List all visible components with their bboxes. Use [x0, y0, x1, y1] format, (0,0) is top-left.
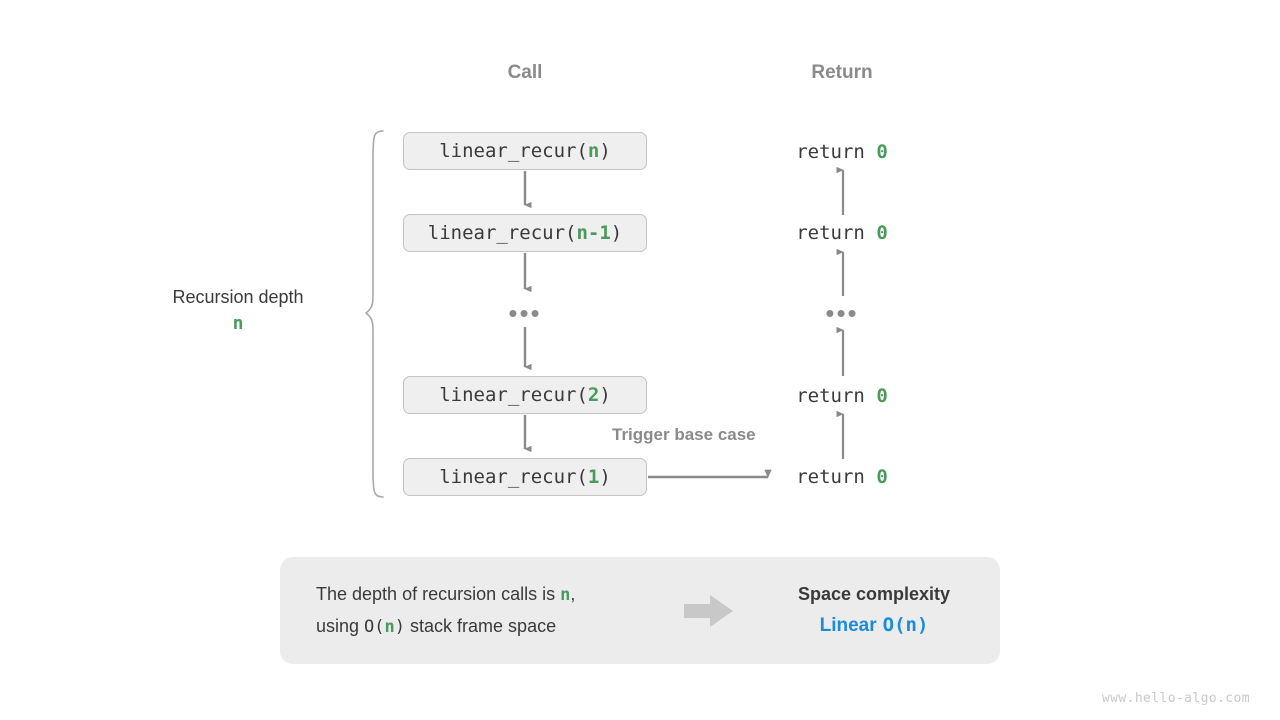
return-statement: return 0 [742, 222, 942, 244]
return-value: 0 [876, 385, 888, 407]
column-header-return: Return [811, 62, 873, 83]
call-frame-arg: 2 [587, 384, 600, 406]
return-value: 0 [876, 466, 888, 488]
return-statement: return 0 [742, 466, 942, 488]
space-complexity-word: Linear [819, 614, 877, 636]
call-frame-prefix: linear_recur( [439, 466, 588, 488]
recursion-depth-brace [365, 130, 384, 498]
call-frame-suffix: ) [599, 466, 611, 488]
return-statement: return 0 [742, 385, 942, 407]
summary-line2-text-b: stack frame space [405, 615, 557, 636]
recursion-depth-label: Recursion depth n [120, 284, 356, 337]
call-frame-suffix: ) [599, 140, 611, 162]
call-frame-arg: 1 [587, 466, 600, 488]
return-keyword: return [796, 466, 865, 488]
return-keyword: return [796, 222, 865, 244]
call-frame-arg: n-1 [576, 222, 611, 244]
call-frame-arg: n [587, 140, 600, 162]
summary-line1-text-a: The depth of recursion calls is [316, 584, 561, 605]
return-keyword: return [796, 141, 865, 163]
call-frame-suffix: ) [599, 384, 611, 406]
call-frame-box[interactable]: linear_recur(2) [403, 376, 647, 414]
summary-line2-text-a: using [316, 615, 365, 636]
recursion-depth-text: Recursion depth [172, 287, 304, 307]
call-frame-box[interactable]: linear_recur(n) [403, 132, 647, 170]
call-frame-prefix: linear_recur( [427, 222, 577, 244]
return-column-ellipsis: ••• [825, 298, 859, 328]
return-keyword: return [796, 385, 865, 407]
return-value: 0 [876, 141, 888, 163]
summary-bigo-close: ) [394, 616, 406, 637]
summary-description: The depth of recursion calls is n, using… [280, 579, 670, 641]
recursion-depth-value: n [232, 313, 244, 335]
right-block-arrow-icon [684, 594, 733, 627]
summary-bigo-open: O( [364, 616, 385, 637]
summary-panel: The depth of recursion calls is n, using… [280, 557, 1000, 664]
call-frame-suffix: ) [610, 222, 623, 244]
call-column-ellipsis: ••• [508, 298, 542, 328]
space-complexity-title: Space complexity [797, 583, 951, 604]
call-frame-prefix: linear_recur( [439, 384, 588, 406]
return-value: 0 [876, 222, 888, 244]
return-statement: return 0 [742, 141, 942, 163]
summary-line2-variable: n [384, 616, 395, 637]
space-complexity-notation: O(n) [882, 613, 929, 636]
summary-line1-text-b: , [570, 584, 576, 605]
trigger-base-case-note: Trigger base case [612, 425, 756, 444]
call-frame-box[interactable]: linear_recur(n-1) [403, 214, 647, 252]
call-frame-prefix: linear_recur( [439, 140, 588, 162]
summary-line-2: using O(n) stack frame space [316, 611, 670, 642]
summary-line-1: The depth of recursion calls is n, [316, 579, 670, 610]
column-header-call: Call [507, 62, 543, 83]
call-frame-box[interactable]: linear_recur(1) [403, 458, 647, 496]
summary-line1-variable: n [560, 585, 571, 606]
summary-block-arrow-wrapper [670, 594, 748, 628]
site-watermark: www.hello-algo.com [1101, 691, 1250, 706]
